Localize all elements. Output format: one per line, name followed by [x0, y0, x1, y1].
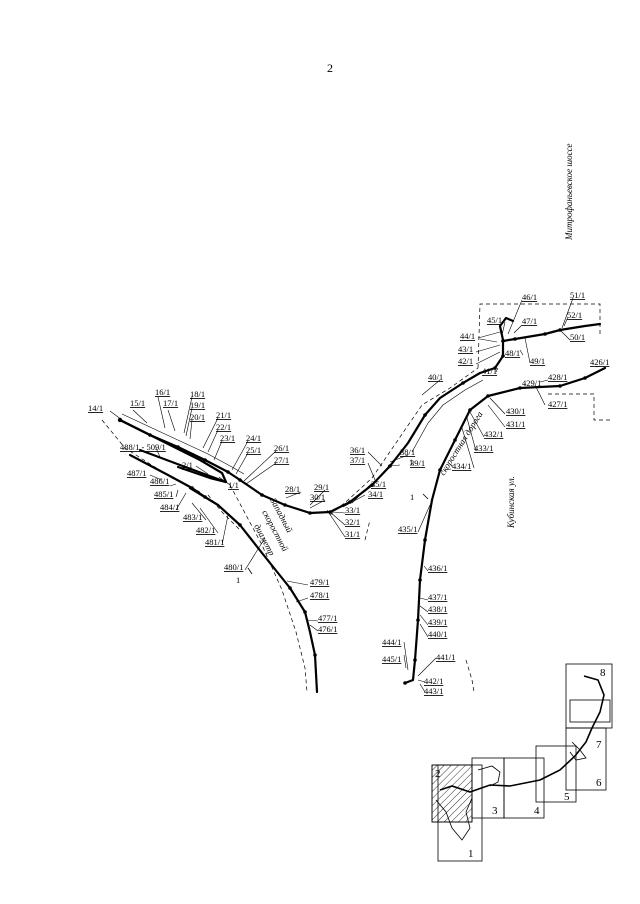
node-label: 27/1: [274, 455, 289, 465]
node-label: 436/1: [428, 563, 447, 573]
node-label: 38/1: [400, 447, 415, 457]
node-label: 484/1: [160, 502, 179, 512]
node-label: 26/1: [274, 443, 289, 453]
node-label: 22/1: [216, 422, 231, 432]
node-label: 41/1: [482, 366, 497, 376]
node-label: 37/1: [350, 455, 365, 465]
line-number-mark: 1: [409, 457, 413, 467]
node-label: 23/1: [220, 433, 235, 443]
page-number: 2: [327, 61, 333, 75]
node-label: 33/1: [345, 505, 360, 515]
node-label: 39/1: [410, 458, 425, 468]
road-label-mitrofanievskoe: Митрофаньевское шоссе: [564, 143, 574, 241]
line-number-mark: 1: [236, 575, 240, 585]
node-label: 485/1: [154, 489, 173, 499]
node-label: 15/1: [130, 398, 145, 408]
node-label: 477/1: [318, 613, 337, 623]
node-label: 14/1: [88, 403, 103, 413]
node-label: 47/1: [522, 316, 537, 326]
line-ticks: [247, 493, 429, 575]
route-nodes: [117, 328, 587, 685]
node-label: 440/1: [428, 629, 447, 639]
node-label: 482/1: [196, 525, 215, 535]
node-label: 34/1: [368, 489, 383, 499]
node-label: 429/1: [522, 378, 541, 388]
node-label: 32/1: [345, 517, 360, 527]
node-label: 432/1: [484, 429, 503, 439]
node-label: 25/1: [246, 445, 261, 455]
sheet-number: 6: [596, 777, 602, 789]
node-label: 24/1: [246, 433, 261, 443]
node-label: 43/1: [458, 344, 473, 354]
node-label: 476/1: [318, 624, 337, 634]
node-label: 49/1: [530, 356, 545, 366]
node-label: 427/1: [548, 399, 567, 409]
node-label: 442/1: [424, 676, 443, 686]
node-label: 480/1: [224, 562, 243, 572]
node-labels: 14/1 15/1 16/117/1 18/119/1 20/1 21/1 22/123/1…: [88, 290, 609, 696]
sheet-number: 4: [534, 805, 540, 817]
node-label: 48/1: [505, 348, 520, 358]
node-label: 430/1: [506, 406, 525, 416]
sheet-number: 2: [435, 768, 441, 780]
node-label: 52/1: [567, 310, 582, 320]
node-label: 51/1: [570, 290, 585, 300]
node-label: 30/1: [310, 492, 325, 502]
node-label: 18/1: [190, 389, 205, 399]
node-label: 35/1: [371, 479, 386, 489]
sheet-number: 1: [468, 848, 474, 860]
node-label: 1/1: [228, 480, 239, 490]
node-label: 29/1: [314, 482, 329, 492]
node-label: 50/1: [570, 332, 585, 342]
node-label: 28/1: [285, 484, 300, 494]
node-label: 486/1: [150, 476, 169, 486]
node-label: 42/1: [458, 356, 473, 366]
node-label: 31/1: [345, 529, 360, 539]
node-label: 479/1: [310, 577, 329, 587]
node-label: 478/1: [310, 590, 329, 600]
node-label: 19/1: [190, 400, 205, 410]
sheet-number: 8: [600, 667, 606, 679]
node-label: 46/1: [522, 292, 537, 302]
sheet-number: 5: [564, 791, 570, 803]
node-label: 443/1: [424, 686, 443, 696]
sheet-key-map: [431, 663, 613, 862]
node-label: 426/1: [590, 357, 609, 367]
node-label: 439/1: [428, 617, 447, 627]
sheet-number: 7: [596, 739, 602, 751]
node-label: 433/1: [474, 443, 493, 453]
node-label: 444/1: [382, 637, 401, 647]
node-label: 36/1: [350, 445, 365, 455]
node-label: 431/1: [506, 419, 525, 429]
node-label: 20/1: [190, 412, 205, 422]
node-label: 437/1: [428, 592, 447, 602]
road-edges: [121, 379, 484, 475]
node-label: 487/1: [127, 468, 146, 478]
node-label: 44/1: [460, 331, 475, 341]
node-label: 45/1: [487, 315, 502, 325]
node-label: 2/1: [182, 460, 193, 470]
node-label: 481/1: [205, 537, 224, 547]
node-label: 438/1: [428, 604, 447, 614]
node-label: 434/1: [452, 461, 471, 471]
node-label: 21/1: [216, 410, 231, 420]
node-label: 441/1: [436, 652, 455, 662]
road-label-kubinskaya: Кубинская ул.: [506, 476, 516, 529]
node-label: 40/1: [428, 372, 443, 382]
node-label: 445/1: [382, 654, 401, 664]
node-label: 16/1: [155, 387, 170, 397]
node-label: 488/1 - 509/1: [120, 442, 166, 452]
line-number-mark: 1: [410, 492, 414, 502]
node-label: 17/1: [163, 398, 178, 408]
sheet-number: 3: [492, 805, 498, 817]
node-label: 435/1: [398, 524, 417, 534]
node-label: 483/1: [183, 512, 202, 522]
node-label: 428/1: [548, 372, 567, 382]
